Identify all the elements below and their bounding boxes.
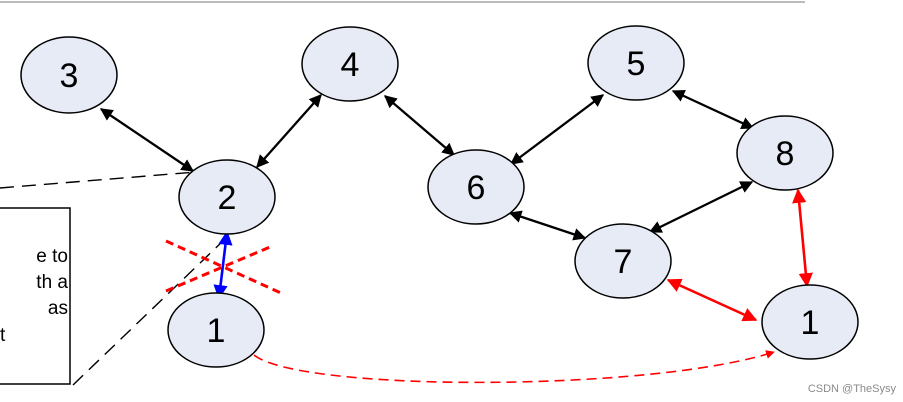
edge-2-1-blue	[213, 230, 233, 300]
edge-8-1-red	[792, 188, 813, 288]
node-6-label: 6	[467, 169, 486, 207]
node-1-left[interactable]: 1	[167, 292, 265, 368]
node-5[interactable]: 5	[587, 25, 685, 101]
cross-stroke-2	[165, 245, 271, 293]
callout-leader-bottom	[72, 239, 225, 386]
node-8-shape	[736, 115, 834, 191]
node-1-left-shape	[167, 292, 265, 368]
node-3-label: 3	[60, 57, 79, 95]
callout-box	[0, 207, 71, 385]
edge-3-2	[99, 108, 195, 172]
edges	[99, 89, 813, 384]
callout-line-2: th a	[36, 272, 68, 293]
node-8-label: 8	[776, 135, 795, 173]
callout-line-4: t	[0, 325, 6, 346]
node-2[interactable]: 2	[178, 159, 276, 235]
node-3-shape	[20, 36, 118, 114]
edge-6-5	[509, 94, 605, 165]
node-1-right-shape	[761, 284, 859, 360]
watermark: CSDN @TheSysy	[808, 383, 897, 395]
node-8[interactable]: 8	[736, 115, 834, 191]
cross-mark	[165, 239, 282, 295]
node-7-label: 7	[614, 243, 633, 281]
edge-2-4	[256, 94, 322, 168]
node-7[interactable]: 7	[574, 223, 672, 299]
node-1-right[interactable]: 1	[761, 284, 859, 360]
node-4[interactable]: 4	[301, 26, 399, 102]
callout-leader-top	[0, 171, 197, 189]
edge-6-7	[508, 210, 587, 241]
node-1-left-label: 1	[207, 312, 226, 350]
callout-line-3: as	[48, 298, 68, 319]
node-5-shape	[587, 25, 685, 101]
cross-stroke-1	[165, 239, 282, 295]
callout: e to th a as t	[0, 171, 225, 386]
edge-7-1-red	[666, 278, 758, 322]
callout-line-1: e to	[36, 246, 68, 267]
node-4-label: 4	[341, 46, 360, 84]
edge-5-8	[671, 89, 755, 130]
edge-1-1-dashed-red	[253, 350, 775, 384]
node-2-shape	[178, 159, 276, 235]
node-7-shape	[574, 223, 672, 299]
node-4-shape	[301, 26, 399, 102]
node-6-shape	[427, 149, 525, 225]
node-6[interactable]: 6	[427, 149, 525, 225]
node-2-label: 2	[218, 179, 237, 217]
node-1-right-label: 1	[801, 304, 820, 342]
edge-7-8	[648, 180, 754, 234]
edge-4-6	[384, 95, 455, 156]
node-5-label: 5	[627, 45, 646, 83]
nodes: 3 4 5 8 2 6 7 1	[20, 25, 859, 368]
node-3[interactable]: 3	[20, 36, 118, 114]
